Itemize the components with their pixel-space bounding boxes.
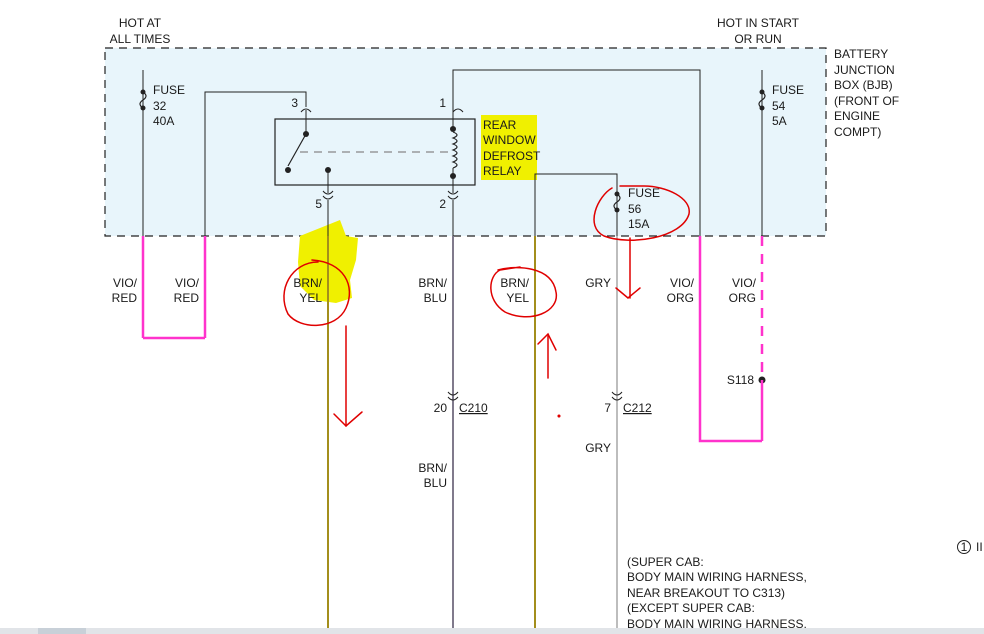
wire-label-gry-2: GRY [585,441,611,455]
c212-pin-label: 7 [604,401,611,415]
pin-3-label: 3 [291,96,298,110]
hot-in-start-line2: OR RUN [734,32,781,46]
c212-label: C212 [623,401,652,415]
fuse-54-label-3: 5A [772,114,787,128]
c210-label: C210 [459,401,488,415]
bjb-label-line6: COMPT) [834,125,881,139]
fuse-32-symbol [139,91,147,109]
fuse-54-label-2: 54 [772,99,786,113]
wire-label-vio-red-2a: VIO/ [175,276,200,290]
pin-2-label: 2 [439,197,446,211]
fuse-32-label-2: 32 [153,99,167,113]
rear-window-defrost-relay [274,118,476,186]
note-line-2: BODY MAIN WIRING HARNESS, [627,570,807,584]
scrollbar-thumb[interactable] [38,628,86,634]
wire-label-brn-blu-2a: BRN/ [418,461,447,475]
note-line-3: NEAR BREAKOUT TO C313) [627,586,785,600]
wire-label-vio-red-1b: RED [112,291,138,305]
connector-c212-symbol [611,391,623,401]
info-circle-icon[interactable] [957,540,971,554]
bottom-scrollbar[interactable] [0,628,984,634]
wire-label-brn-yel-2b: YEL [506,291,529,305]
wire-label-vio-red-1a: VIO/ [113,276,138,290]
bjb-label-line2: JUNCTION [834,63,895,77]
wire-label-brn-yel-1b: YEL [299,291,322,305]
connector-c210-symbol [447,391,459,401]
wire-label-brn-yel-1a: BRN/ [293,276,322,290]
hot-at-all-times-line1: HOT AT [119,16,162,30]
wire-label-brn-yel-2a: BRN/ [500,276,529,290]
wire-label-vio-org-2a: VIO/ [732,276,757,290]
relay-coil-icon [451,131,458,169]
note-line-1: (SUPER CAB: [627,555,704,569]
wire-label-vio-org-2b: ORG [729,291,756,305]
fuse-56-label-1: FUSE [628,186,660,200]
fuse-54-symbol [758,91,766,109]
wire-label-brn-blu-1b: BLU [424,291,447,305]
note-line-5: BODY MAIN WIRING HARNESS, [627,617,807,631]
corner-ref-tail: II [976,540,983,554]
relay-label-1: REAR [483,118,517,132]
relay-label-4: RELAY [483,164,521,178]
s118-label: S118 [727,373,754,387]
fuse-54-label-1: FUSE [772,83,804,97]
pin-5-label: 5 [315,197,322,211]
fuse-32-label-3: 40A [153,114,174,128]
hot-at-all-times-line2: ALL TIMES [110,32,171,46]
fuse-56-label-3: 15A [628,217,649,231]
bjb-label-line1: BATTERY [834,47,888,61]
pin-1-label: 1 [439,96,446,110]
wire-label-vio-red-2b: RED [174,291,200,305]
fuse-56-symbol [613,193,621,211]
bjb-label-line4: (FRONT OF [834,94,899,108]
wire-label-gry-1: GRY [585,276,611,290]
battery-junction-box [104,47,827,237]
wire-vio-org-1 [698,236,762,443]
c210-pin-label: 20 [434,401,448,415]
markup-annotations [283,185,690,428]
wire-label-vio-org-1a: VIO/ [670,276,695,290]
relay-label-2: WINDOW [483,133,536,147]
corner-ref-number: 1 [961,540,968,554]
fuse-56-label-2: 56 [628,202,642,216]
wire-label-brn-blu-2b: BLU [424,476,447,490]
relay-label-3: DEFROST [483,149,541,163]
wire-label-brn-blu-1a: BRN/ [418,276,447,290]
bjb-label-line3: BOX (BJB) [834,78,893,92]
fuse-32-label-1: FUSE [153,83,185,97]
wire-label-vio-org-1b: ORG [667,291,694,305]
note-line-4: (EXCEPT SUPER CAB: [627,601,755,615]
bjb-label-line5: ENGINE [834,109,880,123]
hot-in-start-line1: HOT IN START [717,16,800,30]
